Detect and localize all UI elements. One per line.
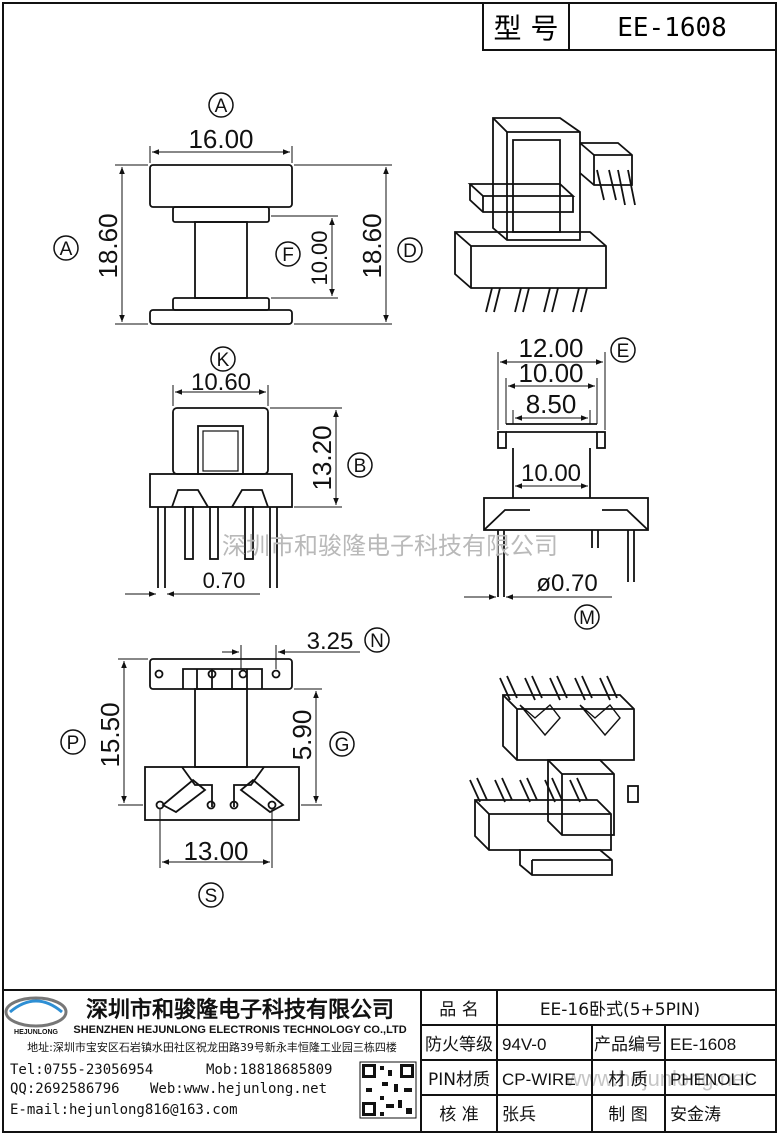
material-value: PHENOLIC xyxy=(670,1070,757,1089)
bottom-view xyxy=(60,627,390,908)
contact-email: E-mail:hejunlong816@163.com xyxy=(10,1102,238,1118)
dim-side-top: 10.60 xyxy=(191,369,251,396)
dim-end-2: 10.00 xyxy=(518,358,583,388)
watermark-company: 深圳市和骏隆电子科技有限公司 xyxy=(222,532,558,560)
fire-rating-value: 94V-0 xyxy=(502,1035,546,1054)
model-label: 型 号 xyxy=(494,12,559,45)
title-block-text: HEJUNLONG 深圳市和骏隆电子科技有限公司 SHENZHEN HEJUNL… xyxy=(10,997,757,1125)
letter-p: P xyxy=(67,733,80,754)
letter-a-left: A xyxy=(60,239,73,260)
letter-k: K xyxy=(217,350,230,371)
logo-text: HEJUNLONG xyxy=(14,1029,59,1036)
contact-web: Web:www.hejunlong.net xyxy=(150,1081,327,1097)
bottom-view-labels: N P G S 3.25 15.50 5.90 13.00 xyxy=(67,628,384,907)
dim-bottom-bottom: 13.00 xyxy=(183,836,248,866)
contact-qq: QQ:2692586796 xyxy=(10,1081,120,1097)
letter-g: G xyxy=(335,735,350,756)
pin-material-label: PIN材质 xyxy=(428,1070,490,1090)
letter-d: D xyxy=(403,241,417,262)
end-view-labels: E M 12.00 10.00 8.50 10.00 ø0.70 xyxy=(518,333,629,629)
side-view xyxy=(125,346,373,597)
model-value: EE-1608 xyxy=(617,13,727,43)
contact-mob: Mob:18818685809 xyxy=(206,1062,332,1078)
side-view-labels: K B 10.60 13.20 0.70 xyxy=(191,350,366,593)
dim-bottom-top: 3.25 xyxy=(307,628,354,655)
contact-tel: Tel:0755-23056954 xyxy=(10,1062,153,1078)
end-view xyxy=(464,337,649,630)
dim-bottom-right: 5.90 xyxy=(287,710,317,761)
drafter-label: 制 图 xyxy=(608,1105,647,1125)
letter-m: M xyxy=(579,608,595,629)
letter-s: S xyxy=(205,886,218,907)
iso-view-top xyxy=(454,117,636,313)
letter-n: N xyxy=(370,631,384,652)
dim-end-4: 10.00 xyxy=(521,460,581,487)
dim-bottom-left: 15.50 xyxy=(95,702,125,767)
dim-side-bottom: 0.70 xyxy=(203,568,246,593)
row-name-label: 品 名 xyxy=(439,1000,478,1020)
front-view-labels: A A F D 16.00 18.60 10.00 18.60 xyxy=(60,96,417,286)
front-view xyxy=(53,92,423,325)
product-number-label: 产品编号 xyxy=(594,1035,662,1055)
company-logo xyxy=(4,996,68,1028)
company-name-cn: 深圳市和骏隆电子科技有限公司 xyxy=(86,997,394,1023)
approver-value: 张兵 xyxy=(502,1105,536,1125)
dim-end-bottom: ø0.70 xyxy=(536,570,597,597)
letter-b: B xyxy=(354,456,367,477)
company-name-en: SHENZHEN HEJUNLONG ELECTRONIS TECHNOLOGY… xyxy=(73,1024,406,1036)
company-address: 地址:深圳市宝安区石岩镇水田社区祝龙田路39号新永丰恒隆工业园三栋四楼 xyxy=(27,1040,397,1054)
row-name-value: EE-16卧式(5+5PIN) xyxy=(540,1000,700,1020)
letter-e: E xyxy=(617,341,630,362)
drafter-value: 安金涛 xyxy=(670,1105,721,1125)
dim-front-left: 18.60 xyxy=(93,213,123,278)
letter-a-top: A xyxy=(215,96,228,117)
qr-code-icon xyxy=(359,1061,417,1119)
material-label: 材 质 xyxy=(608,1070,647,1090)
dim-end-1: 12.00 xyxy=(518,333,583,363)
header-box: 型 号 EE-1608 xyxy=(482,3,776,51)
product-number-value: EE-1608 xyxy=(670,1035,736,1054)
watermark-site: www.hejunlong.net xyxy=(565,1066,751,1091)
title-block xyxy=(3,989,776,1132)
dim-front-right: 18.60 xyxy=(357,213,387,278)
approver-label: 核 准 xyxy=(439,1105,478,1125)
letter-f: F xyxy=(282,245,294,266)
dim-end-3: 8.50 xyxy=(526,389,577,419)
pin-material-value: CP-WIRE xyxy=(502,1070,576,1089)
dim-front-top: 16.00 xyxy=(188,124,253,154)
fire-rating-label: 防火等级 xyxy=(425,1035,493,1055)
iso-view-bottom xyxy=(469,675,639,876)
dim-side-right: 13.20 xyxy=(307,425,337,490)
dim-front-inner: 10.00 xyxy=(307,230,332,285)
